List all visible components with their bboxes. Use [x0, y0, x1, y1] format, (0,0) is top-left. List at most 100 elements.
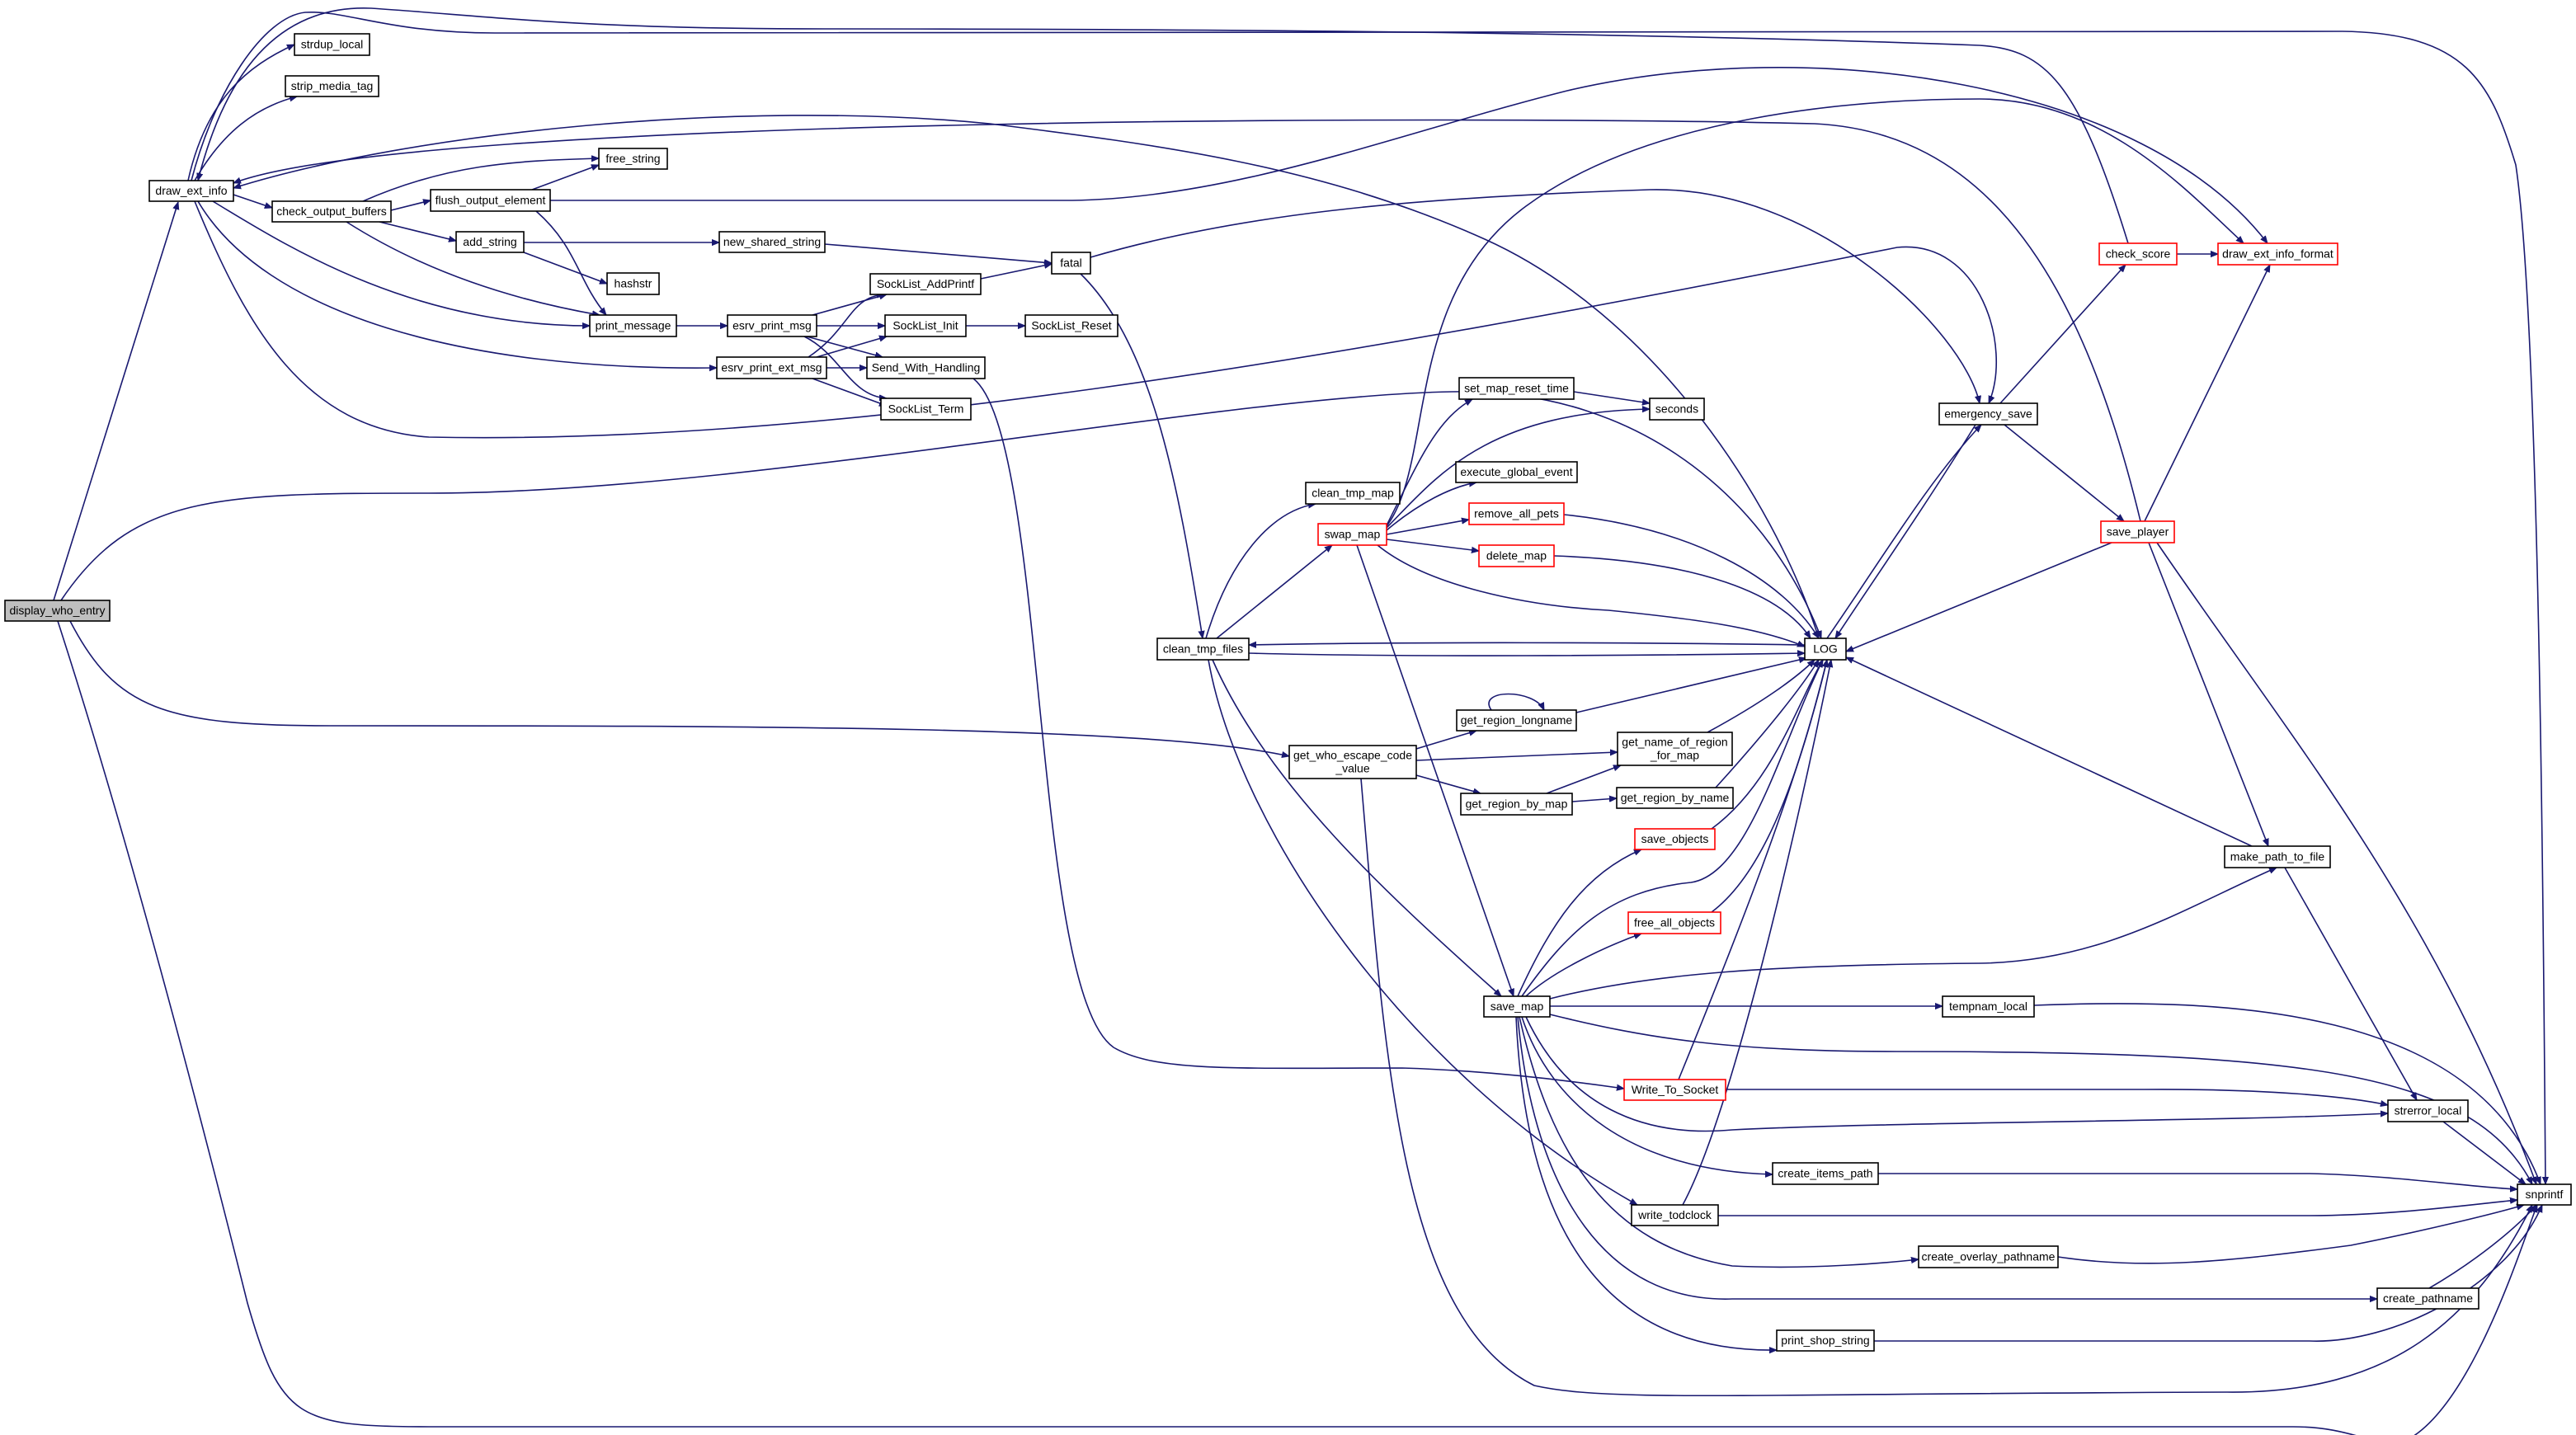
node-get_name_of_region_for_map[interactable]: get_name_of_region_for_map	[1617, 732, 1733, 766]
node-box[interactable]	[294, 33, 370, 56]
node-box[interactable]	[1938, 402, 2038, 426]
node-save_player[interactable]: save_player	[2100, 520, 2175, 543]
node-new_shared_string[interactable]: new_shared_string	[718, 231, 826, 253]
node-box[interactable]	[716, 356, 827, 379]
node-Send_With_Handling[interactable]: Send_With_Handling	[866, 356, 986, 379]
node-box[interactable]	[1478, 544, 1555, 567]
node-esrv_print_msg[interactable]: esrv_print_msg	[727, 314, 817, 337]
node-hashstr[interactable]: hashstr	[606, 272, 660, 295]
node-box[interactable]	[884, 314, 967, 337]
node-SockList_AddPrintf[interactable]: SockList_AddPrintf	[869, 273, 982, 295]
node-box[interactable]	[2098, 242, 2178, 266]
node-save_map[interactable]: save_map	[1483, 995, 1551, 1018]
node-box[interactable]	[2376, 1287, 2479, 1310]
node-emergency_save[interactable]: emergency_save	[1938, 402, 2038, 426]
node-box[interactable]	[1649, 398, 1705, 421]
node-get_who_escape_code_value[interactable]: get_who_escape_code_value	[1288, 745, 1417, 779]
node-get_region_longname[interactable]: get_region_longname	[1456, 709, 1577, 732]
node-snprintf[interactable]: snprintf	[2517, 1183, 2572, 1206]
node-box[interactable]	[1483, 995, 1551, 1018]
node-free_string[interactable]: free_string	[598, 148, 668, 170]
node-box[interactable]	[2224, 845, 2331, 868]
node-write_todclock[interactable]: write_todclock	[1631, 1204, 1719, 1226]
node-box[interactable]	[285, 75, 379, 97]
node-print_shop_string[interactable]: print_shop_string	[1776, 1329, 1875, 1352]
node-print_message[interactable]: print_message	[589, 314, 677, 337]
node-box[interactable]	[1617, 732, 1733, 766]
node-box[interactable]	[1156, 638, 1250, 661]
node-SockList_Term[interactable]: SockList_Term	[880, 398, 972, 421]
node-clean_tmp_files[interactable]: clean_tmp_files	[1156, 638, 1250, 661]
node-clean_tmp_map[interactable]: clean_tmp_map	[1305, 482, 1401, 505]
node-Write_To_Socket[interactable]: Write_To_Socket	[1623, 1079, 1726, 1101]
node-LOG[interactable]: LOG	[1804, 638, 1847, 661]
node-box[interactable]	[1305, 482, 1401, 505]
node-box[interactable]	[1942, 995, 2035, 1018]
node-SockList_Reset[interactable]: SockList_Reset	[1024, 314, 1118, 337]
node-free_all_objects[interactable]: free_all_objects	[1627, 911, 1721, 934]
node-flush_output_element[interactable]: flush_output_element	[430, 189, 551, 212]
node-box[interactable]	[1024, 314, 1118, 337]
node-box[interactable]	[1317, 523, 1387, 546]
node-draw_ext_info_format[interactable]: draw_ext_info_format	[2217, 242, 2338, 266]
node-box[interactable]	[1288, 745, 1417, 779]
node-check_score[interactable]: check_score	[2098, 242, 2178, 266]
node-display_who_entry[interactable]: display_who_entry	[4, 600, 111, 622]
node-execute_global_event[interactable]: execute_global_event	[1455, 461, 1578, 483]
node-get_region_by_name[interactable]: get_region_by_name	[1616, 787, 1734, 809]
node-box[interactable]	[455, 231, 525, 253]
node-set_map_reset_time[interactable]: set_map_reset_time	[1458, 377, 1575, 400]
node-box[interactable]	[727, 314, 817, 337]
node-get_region_by_map[interactable]: get_region_by_map	[1460, 793, 1573, 816]
node-remove_all_pets[interactable]: remove_all_pets	[1468, 502, 1565, 525]
node-box[interactable]	[1623, 1079, 1726, 1101]
node-box[interactable]	[148, 180, 234, 202]
node-box[interactable]	[1918, 1245, 2059, 1268]
node-seconds[interactable]: seconds	[1649, 398, 1705, 421]
node-box[interactable]	[866, 356, 986, 379]
node-strip_media_tag[interactable]: strip_media_tag	[285, 75, 379, 97]
node-create_pathname[interactable]: create_pathname	[2376, 1287, 2479, 1310]
node-box[interactable]	[1458, 377, 1575, 400]
node-box[interactable]	[271, 200, 392, 223]
node-box[interactable]	[1460, 793, 1573, 816]
node-SockList_Init[interactable]: SockList_Init	[884, 314, 967, 337]
node-check_output_buffers[interactable]: check_output_buffers	[271, 200, 392, 223]
node-box[interactable]	[1616, 787, 1734, 809]
node-draw_ext_info[interactable]: draw_ext_info	[148, 180, 234, 202]
node-delete_map[interactable]: delete_map	[1478, 544, 1555, 567]
node-box[interactable]	[1051, 252, 1091, 275]
node-box[interactable]	[1455, 461, 1578, 483]
node-fatal[interactable]: fatal	[1051, 252, 1091, 275]
node-box[interactable]	[880, 398, 972, 421]
node-make_path_to_file[interactable]: make_path_to_file	[2224, 845, 2331, 868]
node-box[interactable]	[1631, 1204, 1719, 1226]
node-esrv_print_ext_msg[interactable]: esrv_print_ext_msg	[716, 356, 827, 379]
node-box[interactable]	[1776, 1329, 1875, 1352]
node-box[interactable]	[4, 600, 111, 622]
node-box[interactable]	[598, 148, 668, 170]
node-box[interactable]	[1772, 1162, 1879, 1185]
node-box[interactable]	[606, 272, 660, 295]
node-strerror_local[interactable]: strerror_local	[2387, 1099, 2469, 1122]
node-box[interactable]	[2517, 1183, 2572, 1206]
node-box[interactable]	[1456, 709, 1577, 732]
node-box[interactable]	[1627, 911, 1721, 934]
node-create_overlay_pathname[interactable]: create_overlay_pathname	[1918, 1245, 2059, 1268]
node-swap_map[interactable]: swap_map	[1317, 523, 1387, 546]
node-add_string[interactable]: add_string	[455, 231, 525, 253]
node-box[interactable]	[1468, 502, 1565, 525]
node-box[interactable]	[2387, 1099, 2469, 1122]
node-box[interactable]	[718, 231, 826, 253]
node-box[interactable]	[430, 189, 551, 212]
node-box[interactable]	[1804, 638, 1847, 661]
node-tempnam_local[interactable]: tempnam_local	[1942, 995, 2035, 1018]
node-box[interactable]	[869, 273, 982, 295]
node-save_objects[interactable]: save_objects	[1634, 828, 1716, 850]
node-box[interactable]	[589, 314, 677, 337]
node-box[interactable]	[2217, 242, 2338, 266]
node-strdup_local[interactable]: strdup_local	[294, 33, 370, 56]
node-create_items_path[interactable]: create_items_path	[1772, 1162, 1879, 1185]
node-box[interactable]	[2100, 520, 2175, 543]
node-box[interactable]	[1634, 828, 1716, 850]
